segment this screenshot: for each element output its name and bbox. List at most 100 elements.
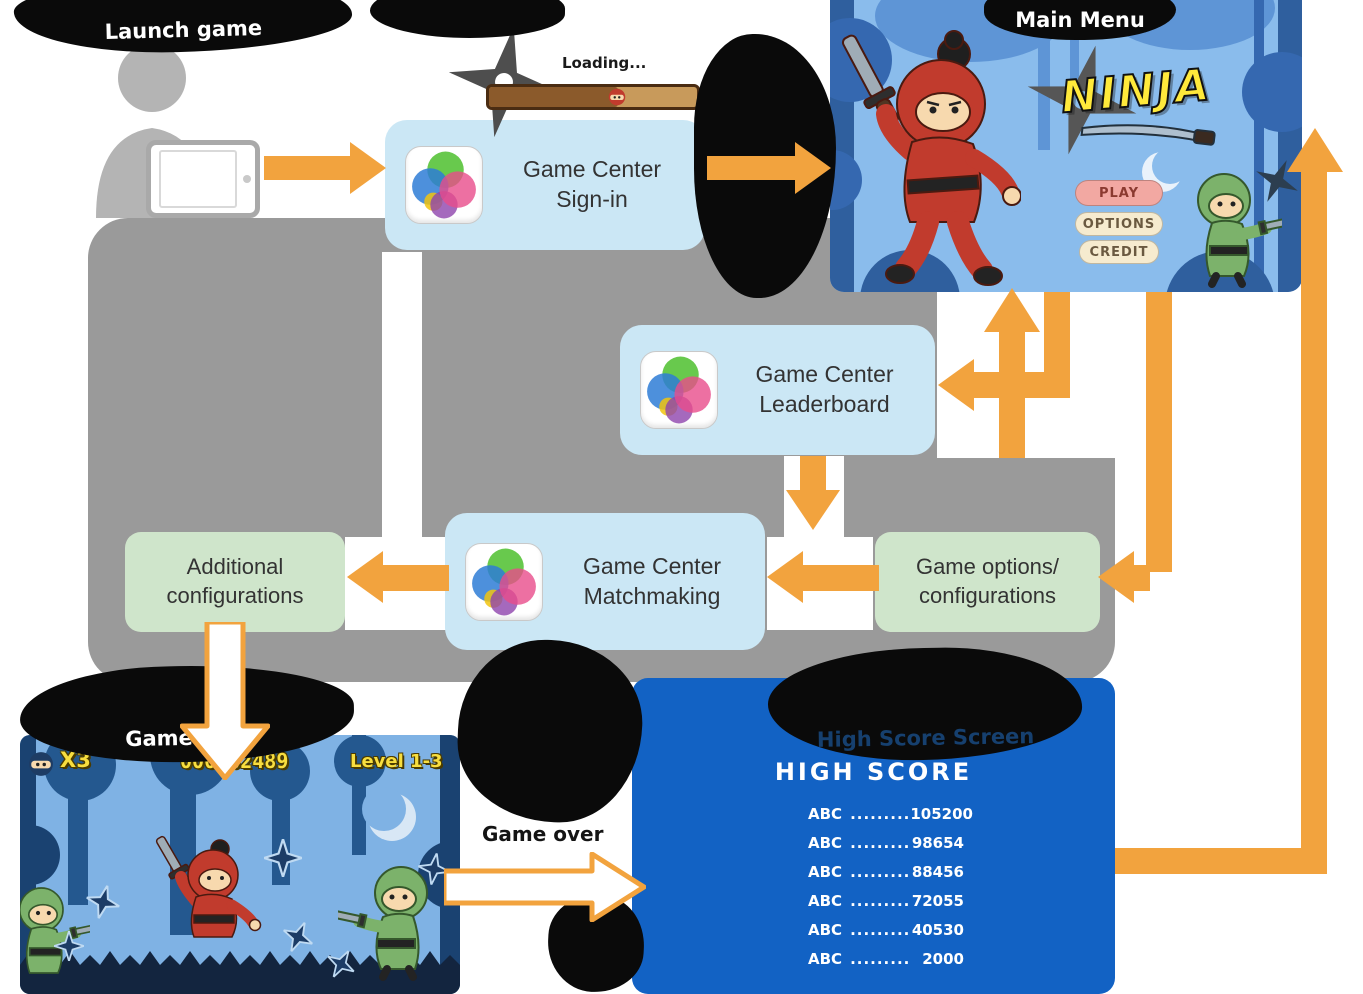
dots: ......... [850,921,911,939]
play-button[interactable]: PLAY [1075,180,1163,206]
node-label: Game options/ configurations [895,553,1080,610]
node-leaderboard-line1: Game Center [755,361,894,388]
high-score-row: ABC ......... 88456 [808,858,964,887]
arrowhead [1098,551,1134,603]
arrowhead [767,551,803,603]
dots: ......... [850,805,911,823]
score-value: 105200 [910,805,973,823]
shuriken-icon [280,919,316,955]
options-button[interactable]: OPTIONS [1075,212,1163,236]
shuriken-icon [54,931,84,961]
shuriken-icon [264,839,302,877]
ipad-home-button [243,175,251,183]
node-leaderboard-line2: Leaderboard [759,391,890,417]
node-label: Game Center Sign-in [499,155,685,215]
arrowhead [795,142,831,194]
node-label: Game Center Matchmaking [559,552,745,612]
arrow-highscore-to-menu-v [1301,170,1327,874]
arrowhead [350,142,386,194]
player-name: ABC [808,805,843,823]
main-menu-screenshot: NINJA PLAY OPTIONS CREDIT [830,0,1302,292]
credit-button[interactable]: CREDIT [1079,240,1159,264]
high-score-row: ABC ......... 40530 [808,916,964,945]
high-score-row: ABC ......... 105200 [808,800,973,829]
ipad-screen [159,150,237,208]
shuriken-icon [1256,160,1298,202]
high-score-list: ABC ......... 105200 ABC ......... 98654… [808,800,973,974]
player-name: ABC [808,892,843,910]
arrow-leaderboard-to-menu-v [999,328,1025,458]
shuriken-icon [83,882,123,922]
loading-bar-fill [489,87,618,107]
arrowhead [938,359,974,411]
arrowhead [1287,128,1343,172]
arrowhead [786,490,840,530]
main-menu-label: Main Menu [1015,8,1145,32]
arrow-matchmaking-to-additional [381,565,449,591]
score-value: 2000 [922,950,964,968]
score-value: 88456 [911,863,964,881]
node-additional-line1: Additional [186,554,284,580]
label-blob-main-menu: Main Menu [984,0,1176,40]
arrowhead [984,288,1040,332]
node-game-center-signin: Game Center Sign-in [385,120,705,250]
high-score-title: HIGH SCORE [774,758,973,786]
node-label: Game Center Leaderboard [734,360,915,420]
dots: ......... [850,892,911,910]
player-name: ABC [808,921,843,939]
ninja-lives-icon [29,752,53,776]
shuriken-icon [1027,45,1137,155]
dots: ......... [850,863,911,881]
game-over-label: Game over [482,822,604,846]
hud-level: Level 1-3 [350,751,443,772]
node-signin-line1: Game Center [522,156,662,183]
loading-caption: Loading... [562,54,647,72]
game-center-icon [465,542,543,621]
arrow-additional-to-gameplay [180,622,270,780]
score-value: 72055 [911,892,964,910]
arrow-gameplay-to-highscore [444,852,646,922]
shuriken-icon [415,850,453,888]
node-additional-configurations: Additional configurations [125,532,345,632]
red-ninja-character [841,30,1021,286]
arrowhead [347,551,383,603]
node-additional-line2: configurations [166,583,304,608]
score-value: 40530 [911,921,964,939]
dots: ......... [850,950,911,968]
label-blob-launch: Launch game [13,0,353,57]
node-matchmaking-line2: Matchmaking [583,582,721,609]
player-name: ABC [808,950,843,968]
node-game-center-leaderboard: Game Center Leaderboard [620,325,935,455]
high-score-row: ABC ......... 2000 [808,945,964,974]
node-signin-line2: Sign-in [556,186,628,212]
shuriken-icon [325,948,357,980]
red-ninja-character [155,835,262,938]
arrow-leaderboard-to-matchmaking-v [800,456,826,492]
node-options-line1: Game options/ [915,554,1060,580]
green-ninja-character [1197,173,1282,288]
dots: ......... [850,834,911,852]
game-center-icon [640,351,718,429]
high-score-row: ABC ......... 72055 [808,887,964,916]
arrow-signin-to-menu [707,156,795,180]
score-value: 98654 [911,834,964,852]
node-game-options-configurations: Game options/ configurations [875,532,1100,632]
game-center-icon [405,146,483,224]
player-name: ABC [808,863,843,881]
node-game-center-matchmaking: Game Center Matchmaking [445,513,765,650]
sword-icon [1080,124,1216,146]
arrow-highscore-to-menu-h [1115,848,1327,874]
node-matchmaking-line1: Game Center [582,552,722,579]
loading-bar [486,84,700,110]
player-name: ABC [808,834,843,852]
high-score-row: ABC ......... 98654 [808,829,964,858]
panel-channel-vertical [382,252,422,540]
green-ninja-character [338,866,428,981]
ipad-icon [146,140,260,218]
node-options-line2: configurations [919,583,1056,608]
arrow-menu-to-options-h [1132,565,1150,591]
launch-game-label: Launch game [104,15,263,45]
node-label: Additional configurations [145,553,325,610]
arrow-menu-to-options-v [1146,292,1172,572]
